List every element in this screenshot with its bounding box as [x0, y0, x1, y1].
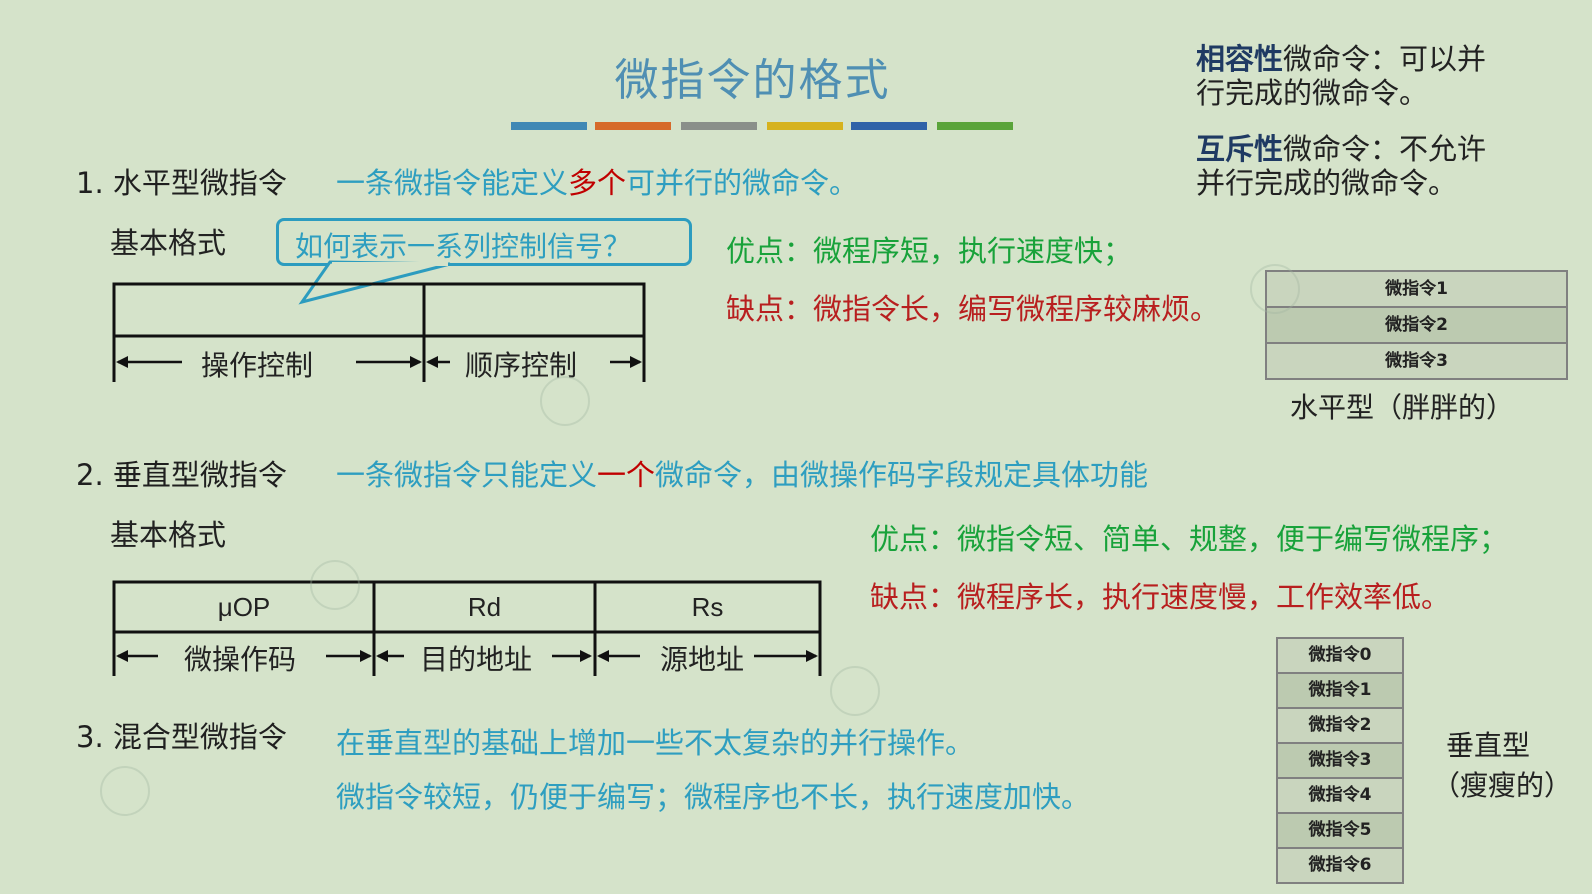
- watermark-logo: [100, 766, 150, 816]
- mutex-text-2: 并行完成的微命令。: [1196, 166, 1458, 200]
- horizontal-format-box: [112, 282, 646, 338]
- horizontal-example-table: 微指令1 微指令2 微指令3: [1265, 270, 1568, 380]
- section2-con: 缺点：微程序长，执行速度慢，工作效率低。: [870, 580, 1451, 614]
- compat-text-2: 行完成的微命令。: [1196, 76, 1429, 110]
- title-stripe: [511, 122, 587, 130]
- section1-desc-a: 一条微指令能定义: [336, 166, 569, 200]
- section3-line2: 微指令较短，仍便于编写；微程序也不长，执行速度加快。: [336, 780, 1091, 814]
- vertical-row: 微指令3: [1276, 742, 1404, 777]
- watermark-logo: [830, 666, 880, 716]
- compat-text-1: 微命令：可以并: [1283, 42, 1487, 76]
- section2-desc-b: 一个: [597, 458, 656, 492]
- mutex-text-1: 微命令：不允许: [1283, 132, 1487, 166]
- vertical-row: 微指令5: [1276, 812, 1404, 847]
- title-stripe: [681, 122, 757, 130]
- mutex-label: 互斥性: [1196, 132, 1284, 166]
- vertical-row: 微指令2: [1276, 707, 1404, 742]
- section2-description: 一条微指令只能定义一个微命令，由微操作码字段规定具体功能: [336, 452, 1148, 494]
- vertical-caption-2: （瘦瘦的）: [1432, 769, 1573, 802]
- vertical-format-box: [112, 580, 822, 634]
- section2-desc-a: 一条微指令只能定义: [336, 458, 598, 492]
- vertical-row: 微指令4: [1276, 777, 1404, 812]
- page-title: 微指令的格式: [614, 55, 891, 106]
- callout-bubble: 如何表示一系列控制信号？: [276, 218, 692, 266]
- field-dest-address: 目的地址: [420, 643, 533, 676]
- cell-rs: Rs: [691, 592, 724, 622]
- field-src-address: 源地址: [660, 643, 745, 676]
- section1-heading: 1. 水平型微指令: [76, 166, 287, 200]
- section2-desc-c: 微命令，由微操作码字段规定具体功能: [655, 458, 1149, 492]
- watermark-logo: [310, 560, 360, 610]
- vertical-example-table: 微指令0 微指令1 微指令2 微指令3 微指令4 微指令5 微指令6: [1276, 637, 1404, 884]
- cell-rd: Rd: [467, 592, 502, 622]
- watermark-logo: [1250, 264, 1300, 314]
- section1-con: 缺点：微指令长，编写微程序较麻烦。: [726, 292, 1220, 326]
- horizontal-row: 微指令1: [1265, 270, 1568, 306]
- vertical-caption-1: 垂直型: [1446, 729, 1531, 762]
- section1-basic-format: 基本格式: [110, 226, 227, 260]
- field-operation-control: 操作控制: [201, 349, 314, 382]
- section1-description: 一条微指令能定义多个可并行的微命令。: [336, 160, 858, 202]
- callout-tail: [298, 260, 451, 305]
- horizontal-row: 微指令3: [1265, 342, 1568, 380]
- compat-label: 相容性: [1196, 42, 1284, 76]
- title-stripe: [767, 122, 843, 130]
- section1-pro: 优点：微程序短，执行速度快；: [726, 234, 1133, 268]
- vertical-row: 微指令6: [1276, 847, 1404, 884]
- watermark-logo: [540, 376, 590, 426]
- mutex-definition: 互斥性微命令：不允许: [1196, 126, 1486, 168]
- section3-heading: 3. 混合型微指令: [76, 720, 287, 754]
- title-stripe: [851, 122, 927, 130]
- horizontal-row: 微指令2: [1265, 306, 1568, 342]
- field-micro-opcode: 微操作码: [184, 643, 297, 676]
- section2-heading: 2. 垂直型微指令: [76, 458, 287, 492]
- cell-uop: μOP: [217, 592, 271, 622]
- section2-pro: 优点：微指令短、简单、规整，便于编写微程序；: [870, 522, 1509, 556]
- vertical-row: 微指令1: [1276, 672, 1404, 707]
- section2-basic-format: 基本格式: [110, 518, 227, 552]
- section1-desc-b: 多个: [568, 166, 627, 200]
- vertical-row: 微指令0: [1276, 637, 1404, 672]
- callout-text: 如何表示一系列控制信号？: [295, 230, 632, 263]
- title-stripe: [937, 122, 1013, 130]
- horizontal-caption: 水平型（胖胖的）: [1290, 391, 1515, 424]
- title-stripe: [595, 122, 671, 130]
- section1-desc-c: 可并行的微命令。: [626, 166, 859, 200]
- section3-line1: 在垂直型的基础上增加一些不太复杂的并行操作。: [336, 726, 975, 760]
- compat-definition: 相容性微命令：可以并: [1196, 36, 1486, 78]
